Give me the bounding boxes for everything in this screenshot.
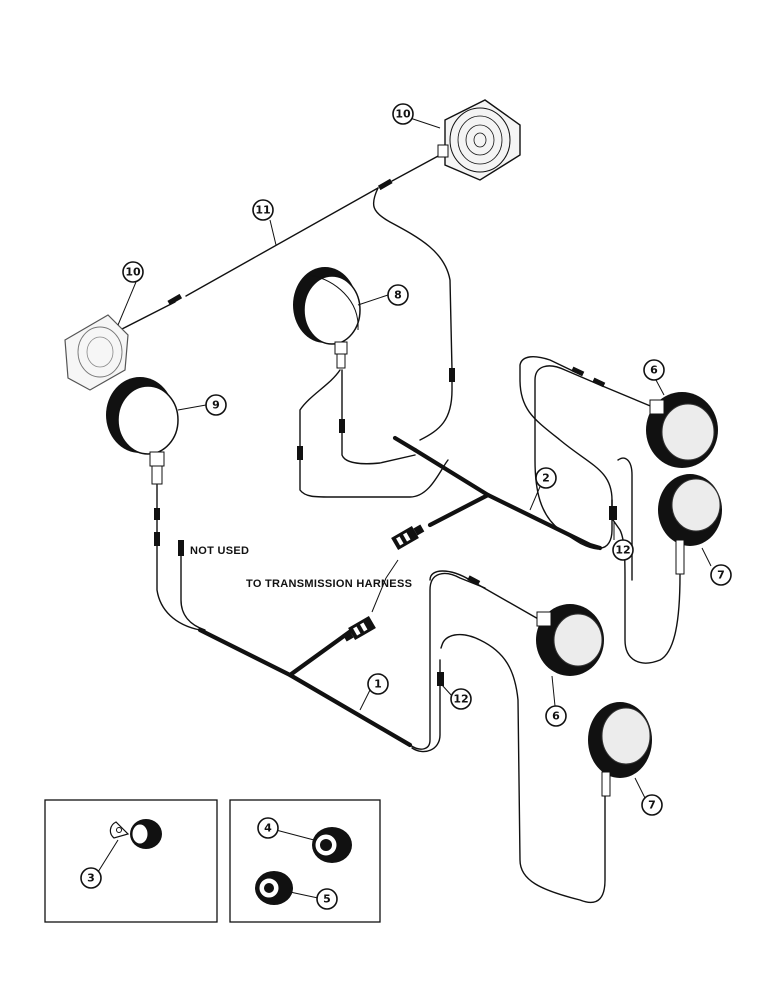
callout-7-lower: 7 (641, 794, 663, 816)
wire-lamp-8-b (341, 369, 416, 465)
harness-clip-part (109, 819, 162, 849)
harness-2 (412, 447, 603, 551)
svg-text:7: 7 (717, 569, 725, 582)
svg-text:1: 1 (374, 678, 382, 691)
svg-text:8: 8 (394, 289, 402, 302)
work-lamp-8 (293, 267, 361, 369)
callout-8: 8 (387, 284, 409, 306)
svg-text:6: 6 (552, 710, 560, 723)
svg-text:12: 12 (615, 544, 630, 557)
callouts: 10 11 10 8 9 6 2 12 (122, 103, 732, 816)
work-lamp-7-lower (588, 702, 652, 797)
wire-lamp-8 (299, 369, 449, 498)
wire-lower-loop (409, 572, 486, 750)
callout-5: 5 (316, 888, 338, 910)
work-lamp-6-lower (536, 604, 604, 676)
svg-text:2: 2 (542, 472, 550, 485)
callout-10-upper: 10 (392, 103, 414, 125)
wire-lower-loop-b (411, 633, 606, 904)
wiring (119, 154, 681, 904)
wire-11 (119, 154, 441, 331)
harness-2-left (392, 435, 418, 453)
wire-to-lamp-7-upper-b (617, 457, 633, 581)
grommet-part-5 (255, 871, 293, 905)
to-transmission-harness-label: TO TRANSMISSION HARNESS (246, 578, 412, 590)
work-lamp-7-upper (658, 474, 722, 575)
rear-flood-lamp-10-lower (64, 314, 129, 391)
callout-2: 2 (535, 467, 557, 489)
rear-flood-lamp-10-upper (437, 99, 521, 181)
work-lamp-9 (106, 377, 179, 485)
svg-text:9: 9 (212, 399, 220, 412)
work-lamp-6-upper (646, 392, 718, 468)
lamps (64, 99, 722, 797)
callout-10-lower: 10 (122, 261, 144, 283)
callout-12-upper: 12 (612, 539, 634, 561)
detail-box-grommets: 4 5 (229, 799, 381, 923)
svg-text:11: 11 (255, 204, 270, 217)
not-used-label: NOT USED (190, 545, 249, 557)
svg-text:10: 10 (395, 108, 411, 121)
wire-branch-to-harness-2 (372, 187, 453, 441)
harness-2-stub (427, 492, 491, 528)
callout-1: 1 (367, 673, 389, 695)
wire-not-used (180, 554, 206, 631)
wire-upper-right-loop-b (534, 365, 661, 550)
detail-box-clip: 3 (44, 799, 218, 923)
callout-9: 9 (205, 394, 227, 416)
connectors (342, 524, 425, 642)
callout-6-upper: 6 (643, 359, 665, 381)
callout-3: 3 (80, 867, 102, 889)
wire-to-lamp-6-lower (429, 570, 541, 621)
callout-11: 11 (252, 199, 274, 221)
callout-6-lower: 6 (545, 705, 567, 727)
wire-upper-right-loop (519, 356, 613, 549)
svg-text:5: 5 (323, 893, 331, 906)
transmission-connector-lower (342, 615, 376, 642)
svg-text:4: 4 (264, 822, 272, 835)
callout-12-lower: 12 (450, 688, 472, 710)
svg-text:6: 6 (650, 364, 658, 377)
grommet-part-4 (312, 827, 352, 863)
svg-text:10: 10 (125, 266, 141, 279)
callout-7-upper: 7 (710, 564, 732, 586)
svg-text:3: 3 (87, 872, 95, 885)
wire-lamp-9 (156, 484, 201, 631)
svg-text:12: 12 (453, 693, 468, 706)
callout-4: 4 (257, 817, 279, 839)
svg-text:7: 7 (648, 799, 656, 812)
transmission-connector-upper (391, 524, 425, 551)
